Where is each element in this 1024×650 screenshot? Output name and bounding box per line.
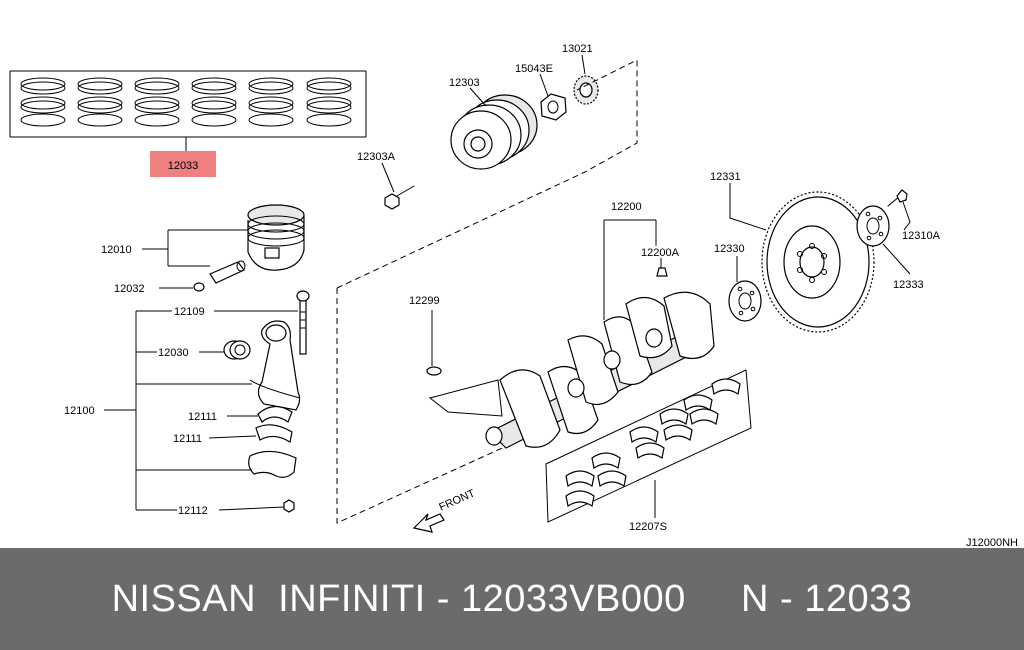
- label-12299: 12299: [409, 295, 440, 307]
- flywheel-bolt: [887, 189, 908, 207]
- label-12111-a: 12111: [188, 411, 217, 423]
- label-12030: 12030: [158, 347, 189, 359]
- pulley-bolt: [384, 185, 415, 210]
- label-12303: 12303: [449, 77, 480, 89]
- label-12033: 12033: [168, 160, 199, 172]
- rod-nut: [283, 499, 295, 513]
- label-12200a: 12200A: [641, 247, 680, 259]
- label-12207s: 12207S: [629, 521, 667, 533]
- rod-bearing-lower: [255, 424, 293, 443]
- woodruff-key: [540, 93, 567, 121]
- flywheel: [761, 191, 875, 333]
- rod-bushing: [223, 340, 251, 360]
- label-15043e: 15043E: [515, 63, 553, 75]
- front-arrow: [412, 513, 445, 533]
- label-12111-b: 12111: [173, 433, 202, 445]
- crank-key: [426, 366, 442, 376]
- main-bearing-set: [545, 369, 752, 523]
- connecting-rod: [249, 290, 310, 411]
- label-12331: 12331: [710, 171, 741, 183]
- piston-ring-set: [9, 70, 367, 152]
- highlight-box: [150, 151, 216, 177]
- label-12330: 12330: [714, 243, 745, 255]
- piston-pin: [209, 260, 246, 284]
- crankshaft-plug: [656, 267, 668, 277]
- label-12310a: 12310A: [902, 230, 941, 242]
- crank-pulley: [450, 94, 538, 170]
- part-number-caption: NISSAN INFINITI - 12033VB000 N - 12033: [111, 577, 913, 620]
- crank-sprocket: [573, 75, 599, 105]
- label-12200: 12200: [611, 201, 642, 213]
- flywheel-plate: [728, 280, 762, 322]
- label-13021: 13021: [562, 43, 593, 55]
- front-label: FRONT: [437, 487, 477, 513]
- parts-diagram: 12033 12303 15043E 13021 12303A: [9, 43, 1018, 548]
- label-12303a: 12303A: [357, 151, 396, 163]
- label-12112: 12112: [178, 505, 208, 517]
- label-12333: 12333: [893, 279, 924, 291]
- rod-bearing-upper: [257, 405, 293, 423]
- label-12010: 12010: [101, 244, 132, 256]
- footer-bar: NISSAN INFINITI - 12033VB000 N - 12033: [0, 548, 1024, 650]
- piston: [247, 204, 305, 271]
- crankshaft: [428, 291, 715, 449]
- diagram-code: J12000NH: [966, 537, 1018, 548]
- snap-ring: [193, 282, 205, 292]
- rod-cap: [248, 450, 297, 478]
- label-12109: 12109: [174, 306, 205, 318]
- reinforcement-plate: [856, 205, 890, 247]
- label-12032: 12032: [114, 283, 145, 295]
- label-12100: 12100: [64, 405, 95, 417]
